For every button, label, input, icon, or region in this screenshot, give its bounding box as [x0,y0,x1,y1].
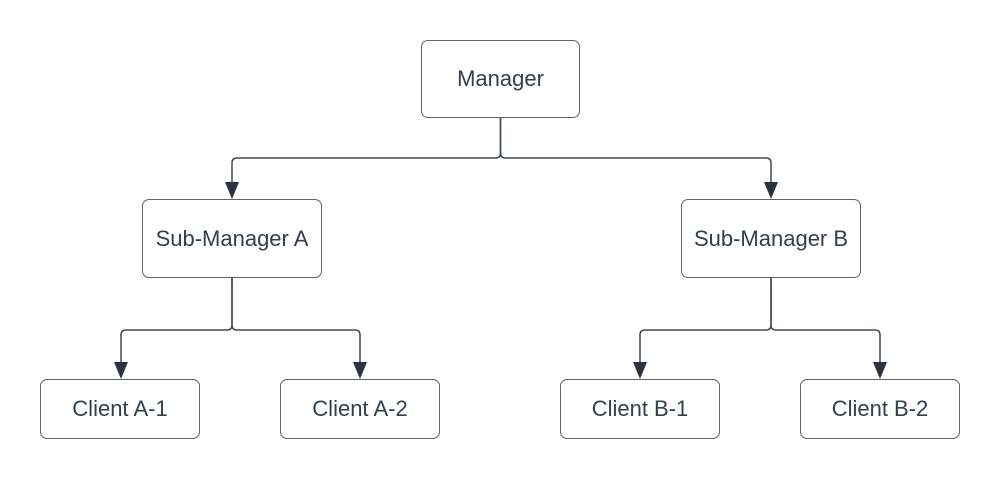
arrowhead-client-a1 [114,362,128,379]
node-client-b2: Client B-2 [800,379,960,439]
arrowhead-client-a2 [353,362,367,379]
arrowhead-sub-manager-a [225,182,239,199]
edge-manager-to-sub-manager-a [231,118,502,183]
node-client-a2-label: Client A-2 [312,396,408,421]
arrowhead-sub-manager-b [764,182,778,199]
edge-sub-manager-a-to-client-a2 [231,278,361,363]
node-manager-label: Manager [457,66,544,91]
arrowhead-client-b1 [633,362,647,379]
node-sub-manager-b-label: Sub-Manager B [693,225,849,251]
node-client-a1: Client A-1 [40,379,200,439]
node-sub-manager-a-label: Sub-Manager A [155,225,309,251]
node-client-a1-label: Client A-1 [72,396,168,421]
edge-sub-manager-b-to-client-b1 [639,278,772,363]
node-client-b1: Client B-1 [560,379,720,439]
arrowhead-client-b2 [873,362,887,379]
edge-sub-manager-b-to-client-b2 [770,278,881,363]
node-sub-manager-b: Sub-Manager B [681,199,861,278]
node-client-a2: Client A-2 [280,379,440,439]
node-client-b1-label: Client B-1 [591,396,689,421]
edge-manager-to-sub-manager-b [499,118,772,183]
node-manager: Manager [421,40,580,118]
edge-sub-manager-a-to-client-a1 [120,278,233,363]
node-sub-manager-a: Sub-Manager A [142,199,322,278]
node-client-b2-label: Client B-2 [831,396,929,421]
